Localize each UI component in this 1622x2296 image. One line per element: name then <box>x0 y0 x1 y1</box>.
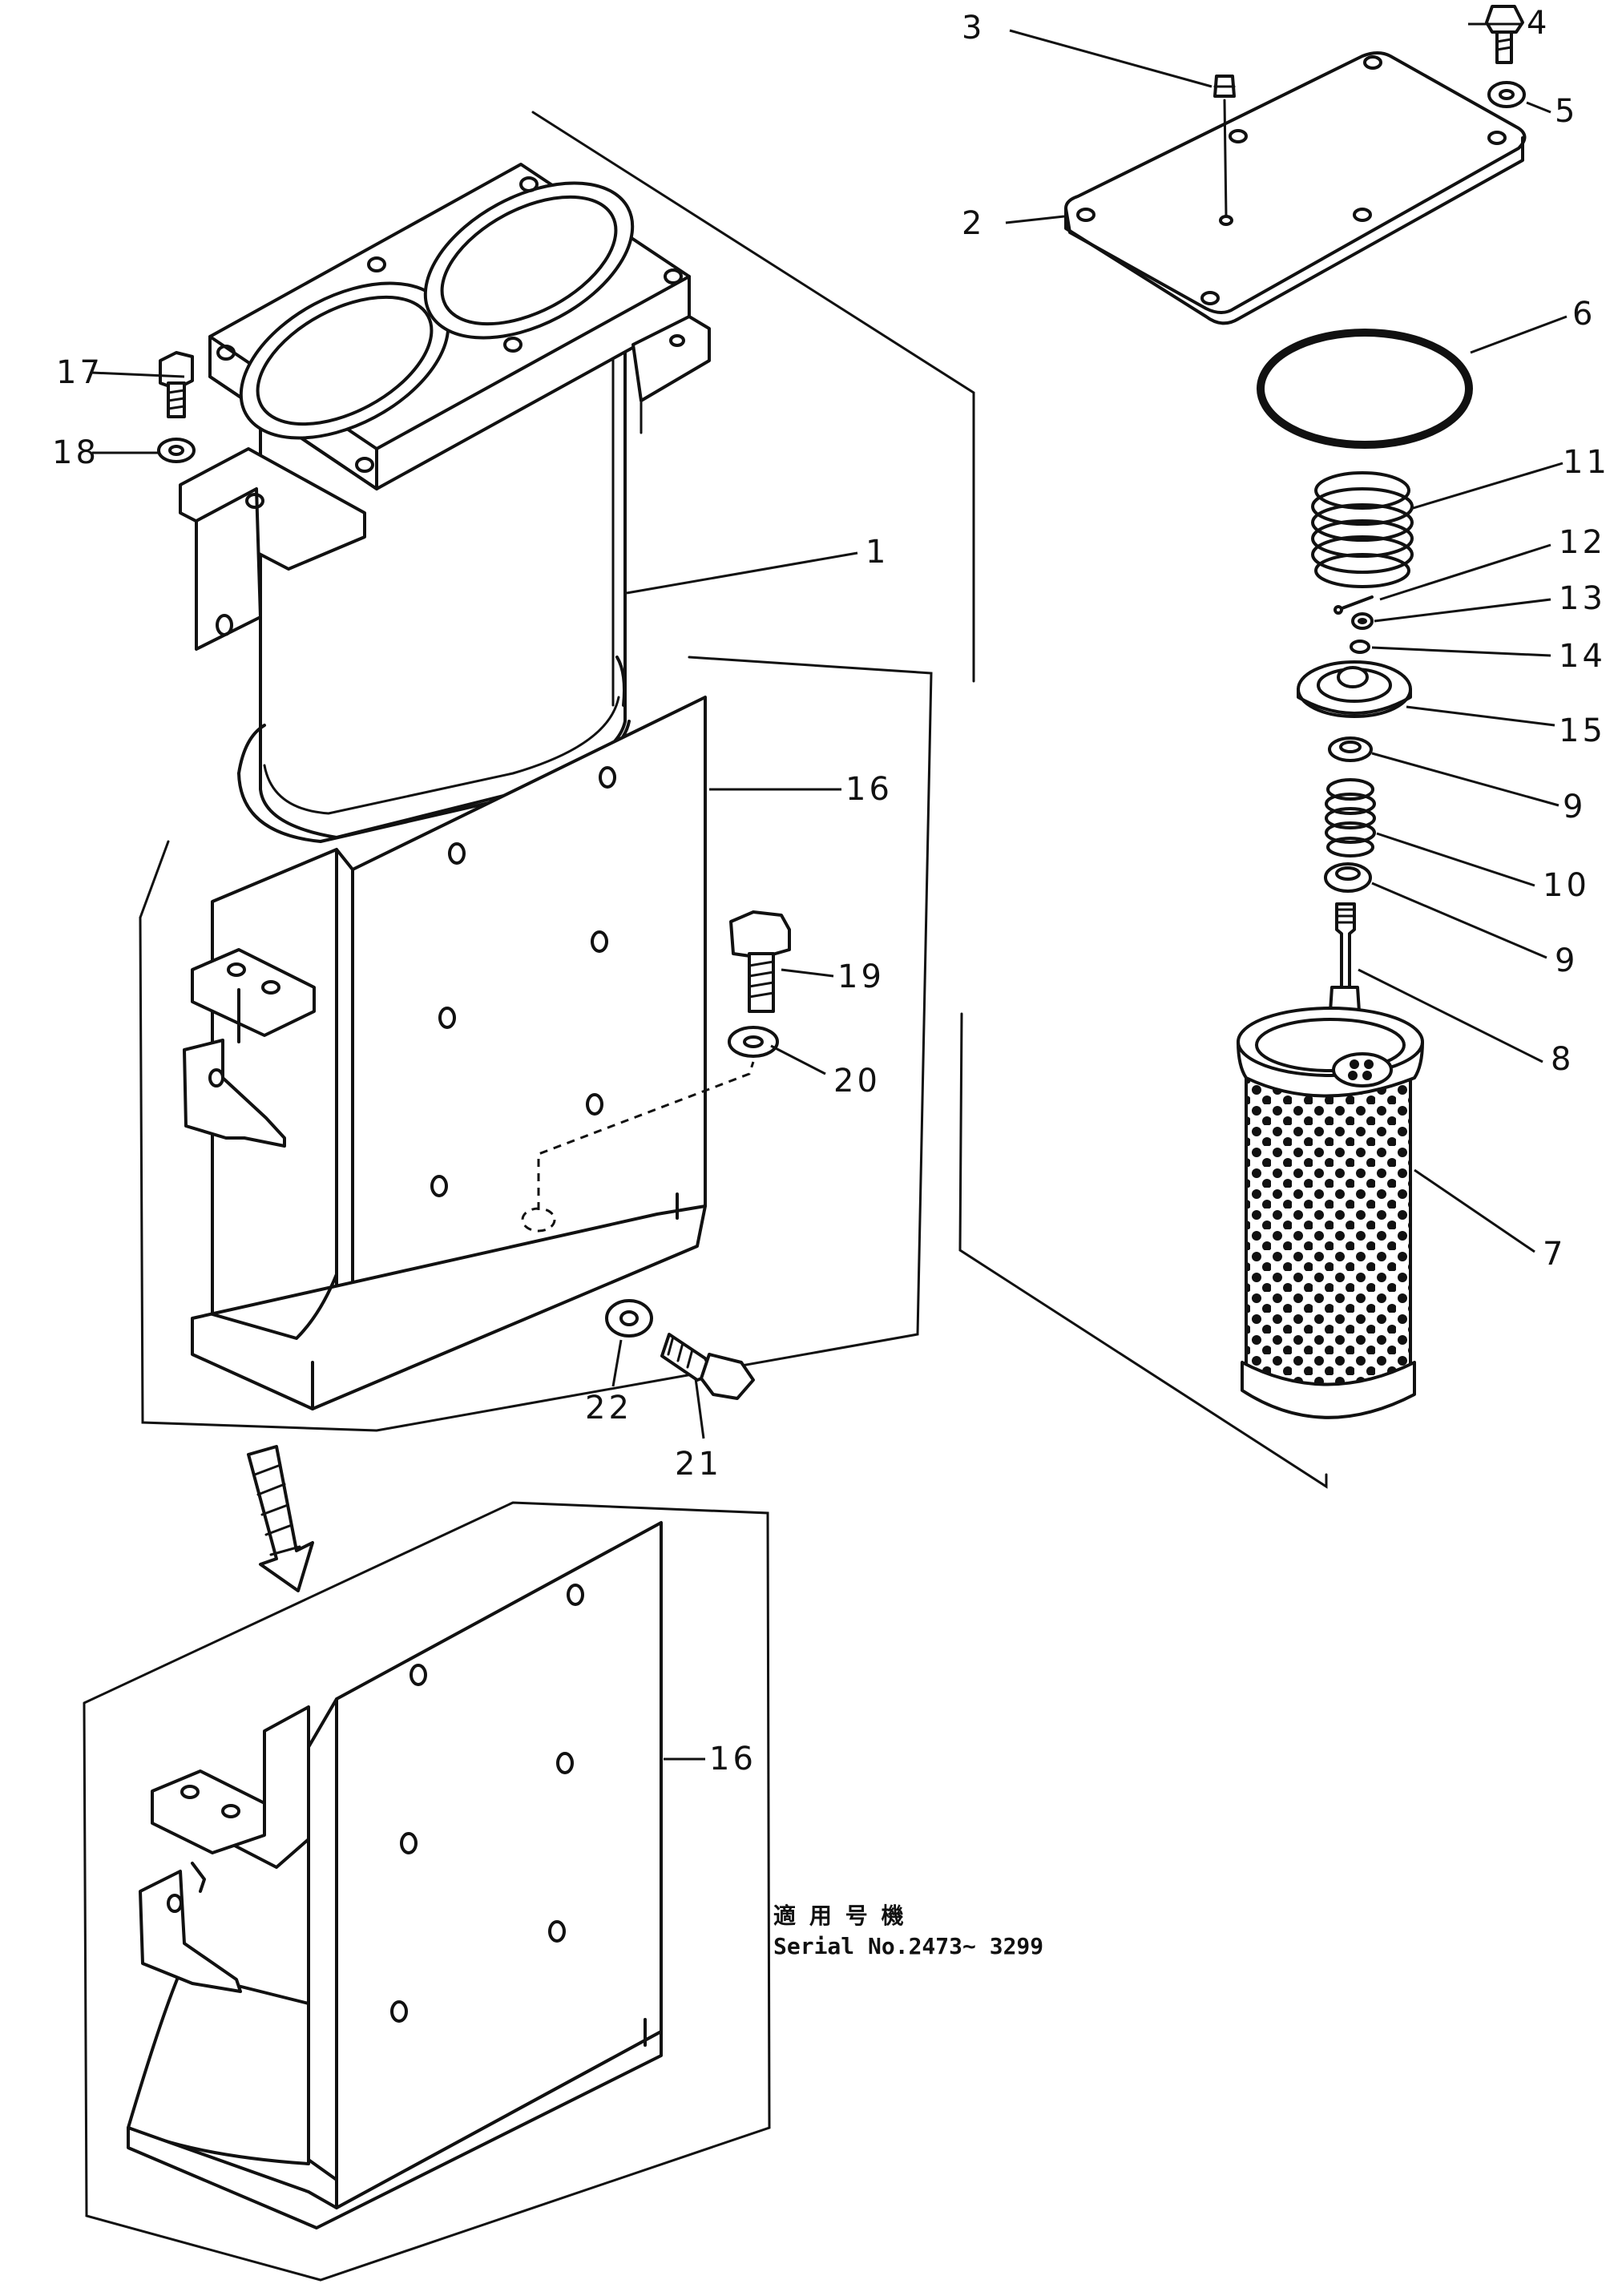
callout-4: 4 <box>1527 5 1550 42</box>
o-ring <box>1257 329 1473 449</box>
callout-16-lower: 16 <box>709 1741 757 1777</box>
callout-3: 3 <box>962 10 985 46</box>
callout-21: 21 <box>675 1446 722 1483</box>
callout-9-upper: 9 <box>1563 789 1586 825</box>
callout-13: 13 <box>1559 580 1606 617</box>
washer-5 <box>1487 81 1526 108</box>
nut-13 <box>1351 612 1374 630</box>
filter-element <box>1237 1007 1424 1419</box>
shaft-8 <box>1329 902 1361 1013</box>
callout-12: 12 <box>1559 524 1606 561</box>
callout-10: 10 <box>1543 867 1590 904</box>
bolt-17 <box>159 351 194 418</box>
seat-9-lower <box>1324 862 1372 893</box>
bolt-21 <box>660 1333 755 1400</box>
callout-9-lower: 9 <box>1555 942 1578 979</box>
pin-12 <box>1334 595 1374 615</box>
callout-16-upper: 16 <box>845 771 893 808</box>
callout-18: 18 <box>52 434 99 471</box>
valve-15 <box>1297 660 1412 718</box>
leader-lines <box>91 22 1568 1761</box>
washer-18 <box>157 438 196 463</box>
plug-3 <box>1213 75 1236 218</box>
callout-2: 2 <box>962 205 985 242</box>
callout-14: 14 <box>1559 638 1606 675</box>
group-boundary-bottom <box>83 1501 771 2282</box>
callout-11: 11 <box>1563 444 1610 481</box>
callout-labels: 3 4 5 2 6 11 12 13 14 15 9 10 9 8 7 17 1… <box>52 5 1610 1777</box>
group-boundary-top <box>139 111 975 919</box>
serial-note-line1: 適 用 号 機 <box>773 1903 904 1929</box>
spring-10 <box>1325 778 1376 857</box>
bolt-4 <box>1485 5 1524 64</box>
serial-note-line2: Serial No.2473~ 3299 <box>773 1933 1043 1959</box>
washer-14 <box>1350 640 1370 654</box>
spring-11 <box>1311 471 1414 588</box>
group-boundary-filter <box>958 1012 1328 1489</box>
bolt-19 <box>729 910 791 1013</box>
callout-20: 20 <box>833 1063 881 1100</box>
callout-17: 17 <box>56 354 103 391</box>
callout-1: 1 <box>865 534 889 571</box>
callout-8: 8 <box>1551 1041 1574 1078</box>
callout-5: 5 <box>1555 93 1578 130</box>
callout-19: 19 <box>837 958 885 995</box>
callout-15: 15 <box>1559 712 1606 749</box>
bracket-plate-lower <box>127 1521 663 2229</box>
hatched-arrow <box>247 1445 314 1592</box>
callout-22: 22 <box>585 1390 632 1426</box>
cover-plate <box>1064 51 1527 325</box>
callout-7: 7 <box>1543 1236 1566 1273</box>
serial-note: 適 用 号 機 Serial No.2473~ 3299 <box>773 1903 1043 1959</box>
callout-6: 6 <box>1572 296 1596 333</box>
washer-20 <box>728 1026 779 1058</box>
seat-9-upper <box>1328 736 1373 762</box>
filter-case <box>179 163 711 843</box>
bracket-plate-upper <box>183 696 755 1410</box>
washer-22 <box>605 1299 653 1338</box>
group-boundary-middle <box>139 656 933 1432</box>
